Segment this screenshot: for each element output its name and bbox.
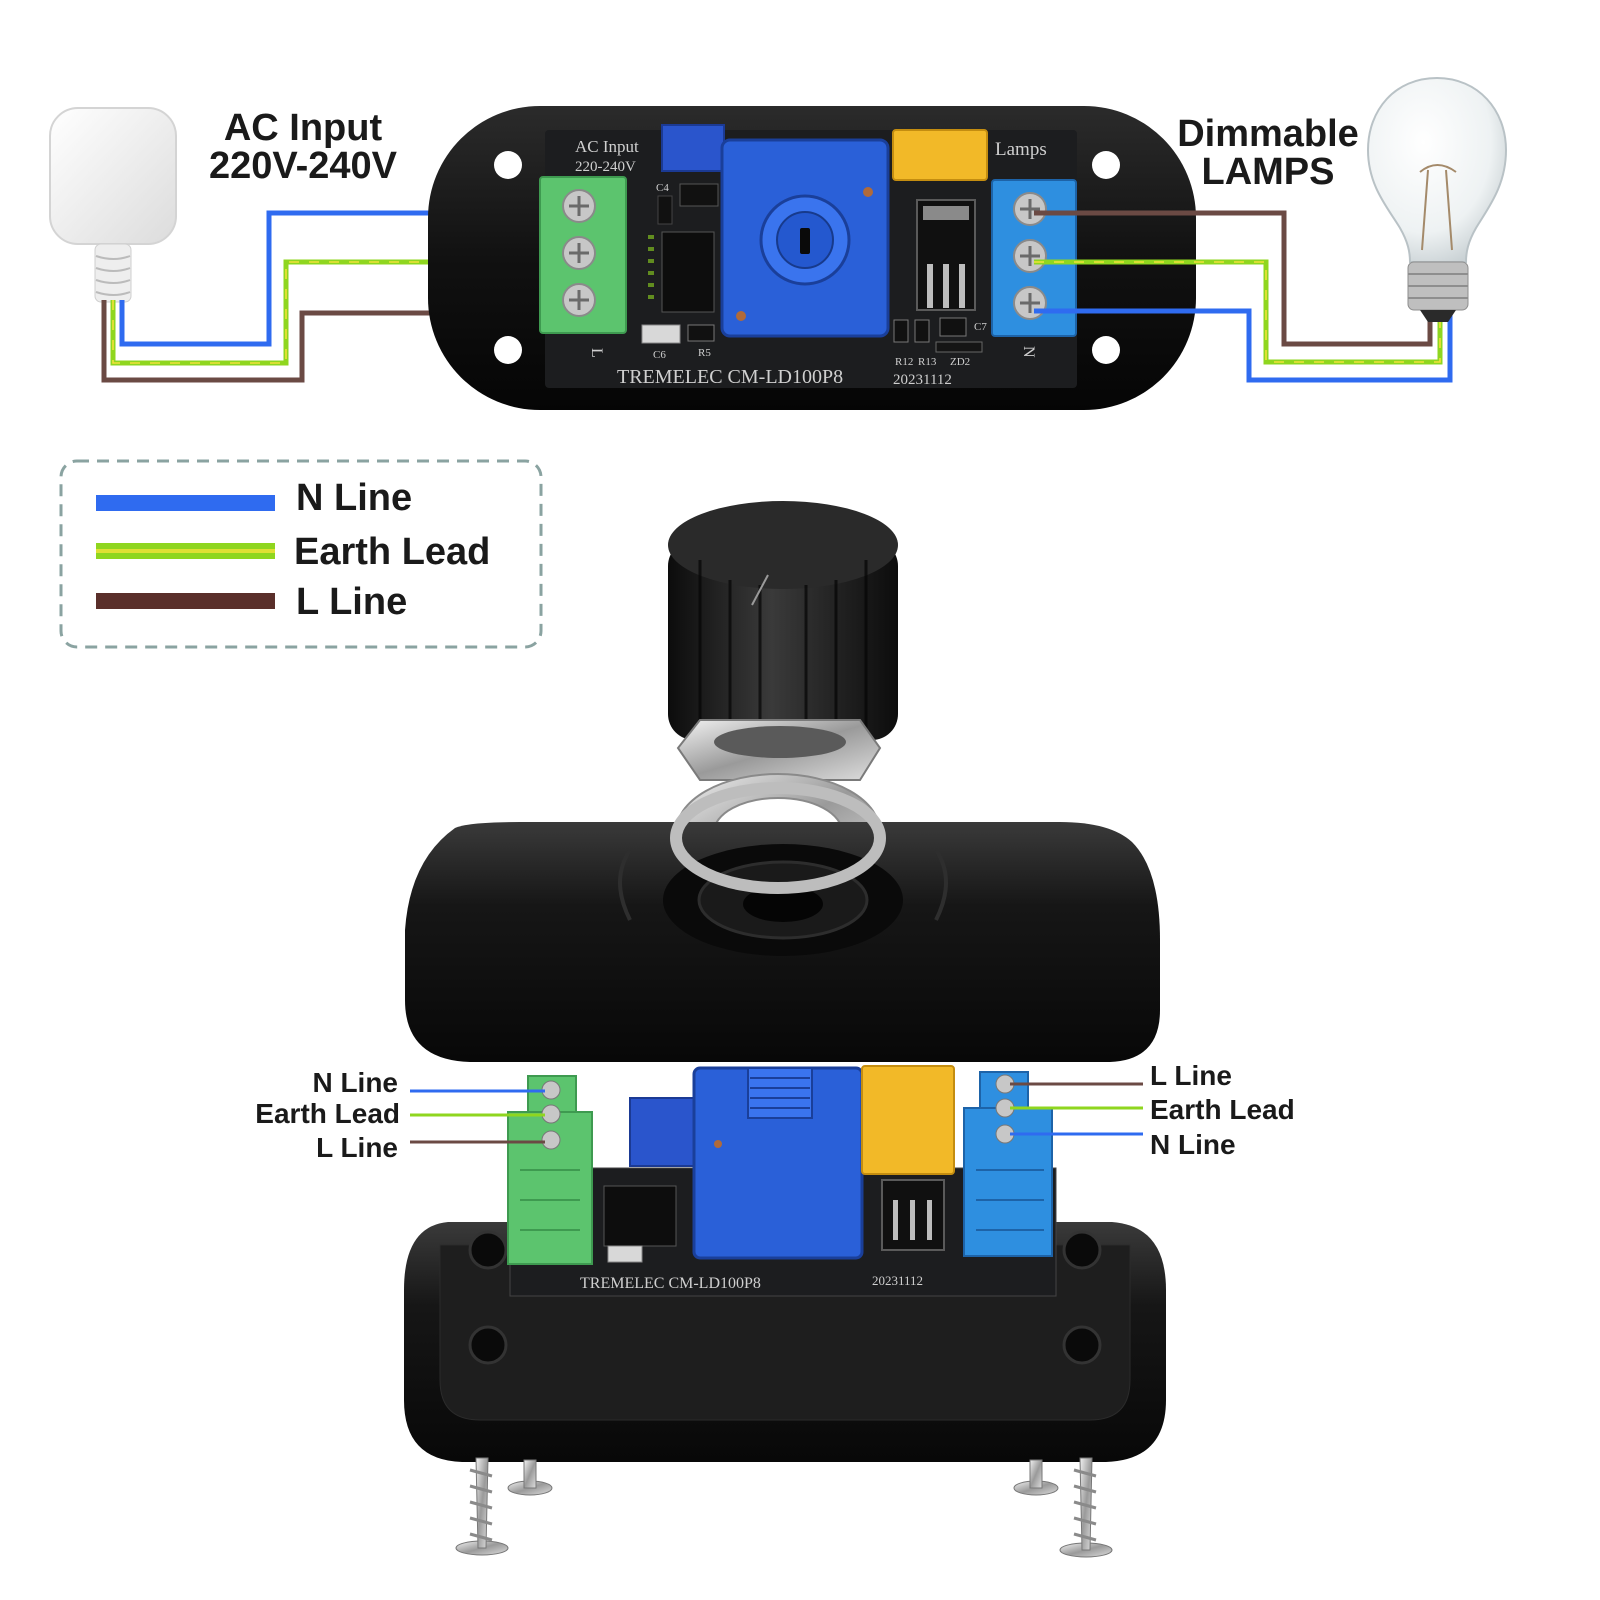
exploded-triac [881,1179,945,1251]
exploded-output-terminal [963,1071,1053,1257]
components-right [893,317,983,353]
dimmer-cover [405,822,1160,1062]
screw-icon-3 [1013,1459,1059,1496]
legend-swatch-l-line [96,593,275,609]
silk-ac-input: AC Input [575,137,639,156]
hex-nut-icon [676,719,882,781]
light-bulb-icon [1366,76,1508,322]
exploded-left-label-n-line: N Line [312,1067,398,1098]
silk-model: TREMELEC CM-LD100P8 [617,366,843,388]
wire-legend: N Line Earth Lead L Line [59,459,543,649]
output-terminal-block [991,179,1077,337]
silk-ref-r13: R13 [918,356,937,368]
silk-voltage: 220-240V [575,159,636,175]
silk-lamps: Lamps [995,139,1047,160]
silk-l-mark: L [588,348,605,358]
knob-cap [668,501,898,743]
output-wires [1034,210,1453,383]
exploded-trimmer [629,1097,699,1167]
input-label-2: 220V-240V [209,145,398,187]
leader-lines [410,1082,1143,1144]
screw-icon [455,1457,509,1556]
silk-date: 20231112 [893,372,952,388]
top-wiring-view: AC Input 220V-240V AC Input 220-240V Lam… [49,76,1508,410]
screw-icon-4 [1059,1457,1113,1558]
silk-n-mark: N [1020,346,1037,358]
exploded-input-terminal [507,1075,593,1265]
silk-ref-c7: C7 [974,321,987,333]
trimmer-pot [661,124,725,172]
silk-ref-c4: C4 [656,182,669,194]
silk-ref-c6: C6 [653,349,666,361]
screw-icon-2 [507,1459,553,1496]
exploded-view: TREMELEC CM-LD100P8 20231112 [255,501,1295,1558]
output-label-1: Dimmable [1177,113,1359,155]
legend-label-l-line: L Line [296,581,407,623]
exploded-right-label-earth-lead: Earth Lead [1150,1094,1295,1125]
washer-overlap [670,782,886,894]
input-terminal-block [539,176,627,334]
exploded-left-label-l-line: L Line [316,1132,398,1163]
components-left [641,183,719,344]
legend-label-earth-lead: Earth Lead [294,531,490,573]
silk-ref-zd2: ZD2 [950,356,970,368]
input-wires [101,210,578,383]
exploded-silk-model: TREMELEC CM-LD100P8 [580,1275,761,1292]
exploded-left-label-earth-lead: Earth Lead [255,1098,400,1129]
dimmer-knob-icon [720,138,890,338]
output-label-2: LAMPS [1202,151,1335,193]
legend-label-n-line: N Line [296,477,412,519]
capacitor [892,129,988,181]
silk-ref-r5: R5 [698,347,711,359]
exploded-potentiometer [692,1066,864,1260]
exploded-capacitor [861,1065,955,1175]
input-label-1: AC Input [224,107,383,149]
exploded-right-label-n-line: N Line [1150,1129,1236,1160]
exploded-silk-date: 20231112 [872,1273,923,1288]
exploded-ic [603,1185,677,1247]
exploded-right-label-l-line: L Line [1150,1060,1232,1091]
triac [916,199,976,311]
legend-swatch-n-line [96,495,275,511]
mounting-holes [494,151,1120,364]
silk-ref-r12: R12 [895,356,913,368]
power-plug-icon [49,107,177,303]
